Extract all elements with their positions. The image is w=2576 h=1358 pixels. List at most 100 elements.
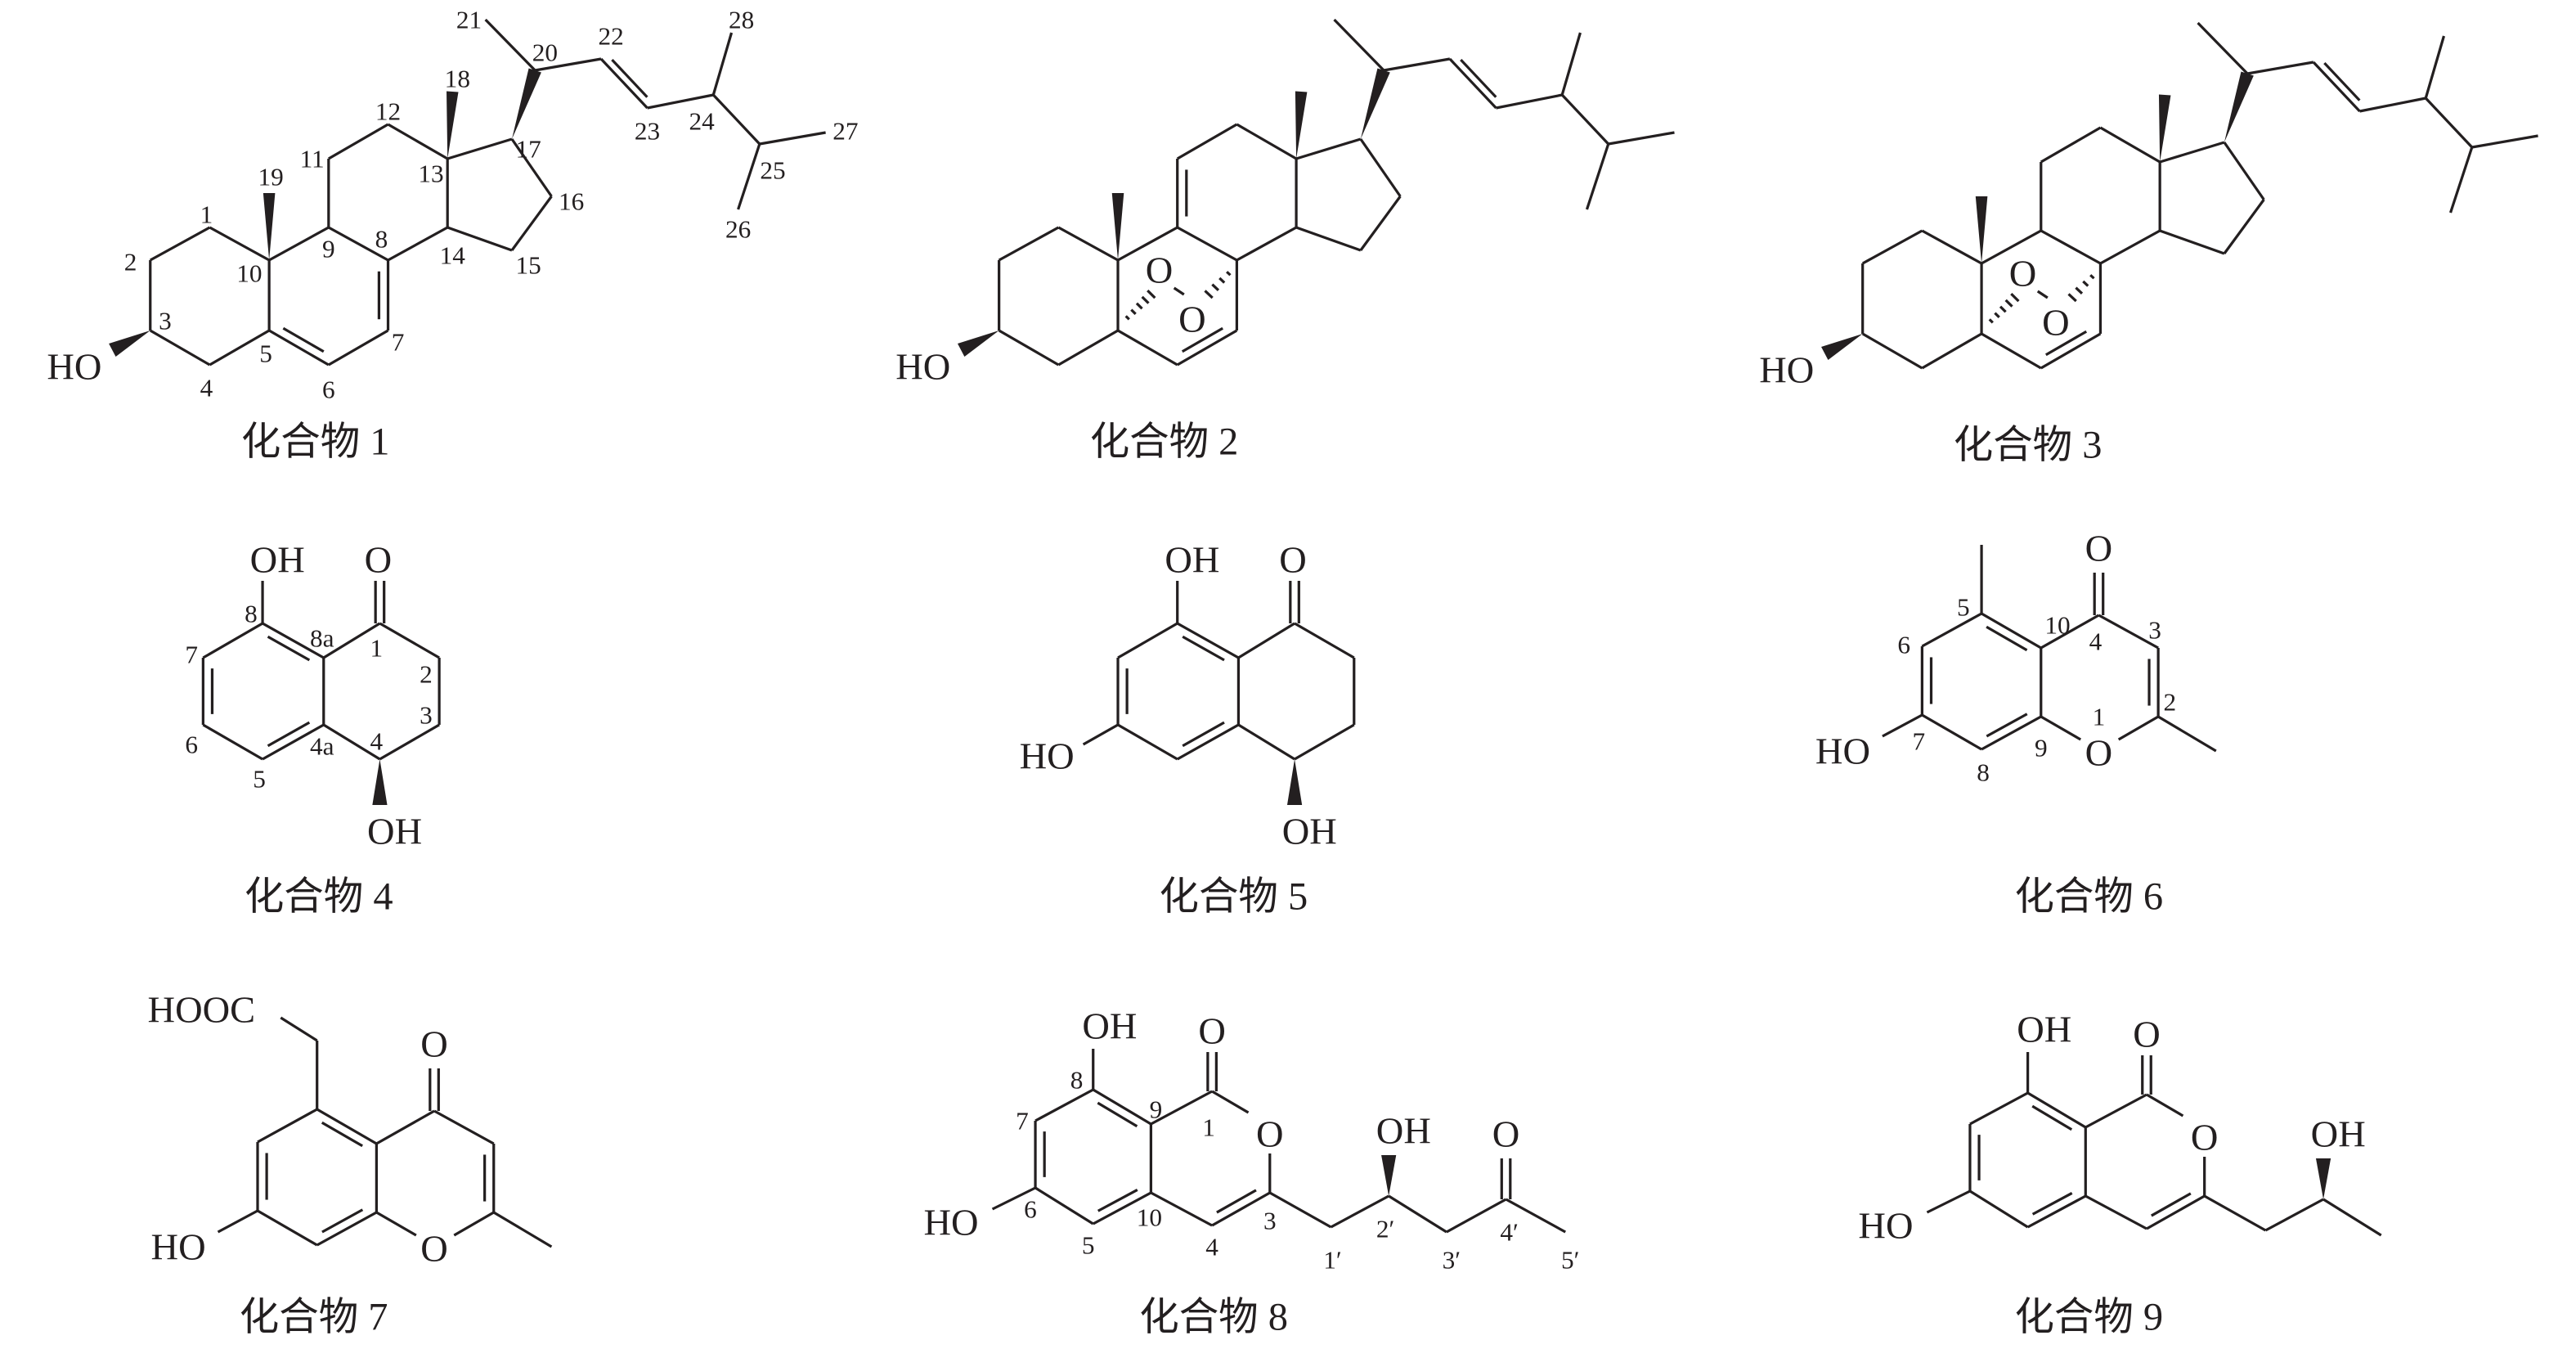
bond [1176,226,1238,262]
bond [2264,1198,2324,1232]
bond [2322,1198,2382,1237]
oxygen-atom-label: O [1146,250,1174,291]
hydroxyl-label: HO [47,346,101,388]
atom-number-label: 9 [2035,734,2048,762]
atom-number-label: 6 [322,375,335,404]
atom-number-label: 4 [200,374,213,402]
bond [1505,1198,1567,1234]
bond [2040,614,2100,650]
hashed-bond-segment [1204,290,1214,299]
wedge-bond [2158,94,2171,162]
bond [447,137,513,160]
bond [2312,61,2361,113]
bond [316,1108,378,1145]
double-bond-inner-line [611,58,648,98]
double-bond-inner-line [1986,625,2028,652]
bond [1446,1198,1507,1234]
bond [1560,32,1582,96]
bond [1034,1186,1094,1225]
bond [1176,622,1240,659]
bond [1981,612,2042,650]
bond [387,123,449,160]
bond-to-hydroxyl [1926,1189,1971,1214]
double-bond-inner-line [2031,1104,2073,1131]
bond [737,143,761,210]
atom-number-label: 27 [832,117,858,146]
bond [1295,137,1362,160]
bond [1057,329,1119,366]
bond-to-hydroxyl [991,1186,1036,1211]
bond [2246,61,2314,75]
bond [375,1109,435,1145]
bond [1981,332,2042,370]
double-bond-inner-line [1182,635,1225,662]
bond [1294,723,1355,761]
atom-number-label: 7 [1913,727,1926,756]
hashed-bond-segment [2067,293,2077,303]
bond [2026,1194,2087,1229]
bond [149,226,211,262]
atom-number-label: 13 [418,160,443,188]
compound-caption: 化合物 6 [2014,875,2163,919]
wedge-bond [109,331,150,357]
hashed-bond-segment [1124,315,1130,321]
bond [2159,229,2225,255]
bond [328,123,389,160]
atom-number-label: 3′ [1443,1246,1461,1275]
bond [2223,142,2265,200]
ring-oxygen-label: O [1256,1113,1284,1155]
bond [322,723,381,761]
bond [2146,1194,2206,1230]
bond [1117,723,1178,761]
peroxide-bond [1173,286,1185,296]
bond [328,329,389,366]
wedge-bond [263,193,276,260]
wedge-bond [1975,196,1988,263]
bond [1981,229,2042,265]
atom-number-label: 1 [1202,1113,1215,1142]
bond [1921,332,1982,370]
bond [1295,226,1362,252]
atom-number-label: 7 [1016,1107,1029,1135]
bond-to-hydroxyl [1882,713,1923,738]
atom-number-label: 18 [445,65,470,93]
hydroxyl-label: OH [250,539,305,581]
bond [1981,715,2042,751]
bond [1359,196,1402,251]
bond [647,93,714,110]
double-bond-inner-line [2323,61,2361,101]
atom-number-label: 22 [598,22,623,51]
wedge-bond [1111,193,1124,260]
bond [2040,715,2082,741]
bond [1921,229,1982,265]
bond [1969,1091,2029,1126]
atom-number-label: 14 [440,241,466,270]
hydroxyl-label: OH [1376,1110,1431,1152]
bond [1237,723,1295,761]
carbonyl-oxygen-label: O [365,539,393,581]
bond [2099,229,2161,265]
carbonyl-oxygen-label: O [420,1023,448,1065]
atom-number-label: 28 [729,6,754,34]
atom-number-label: 5′ [1561,1246,1579,1275]
bond [1921,713,1982,751]
bond [453,1211,495,1237]
atom-number-label: 2 [420,660,433,689]
atom-number-label: 3 [2148,616,2161,645]
bond [257,1209,318,1247]
wedge-bond [1821,334,1863,360]
hydroxyl-label: OH [367,811,422,852]
double-bond-inner-line [1216,1189,1257,1214]
double-bond-inner-line [1182,721,1225,748]
wedge-bond [1360,68,1390,139]
atom-number-label: 3 [159,307,172,335]
wedge-bond [447,91,459,159]
bond [2117,715,2159,741]
bond [1176,723,1240,761]
